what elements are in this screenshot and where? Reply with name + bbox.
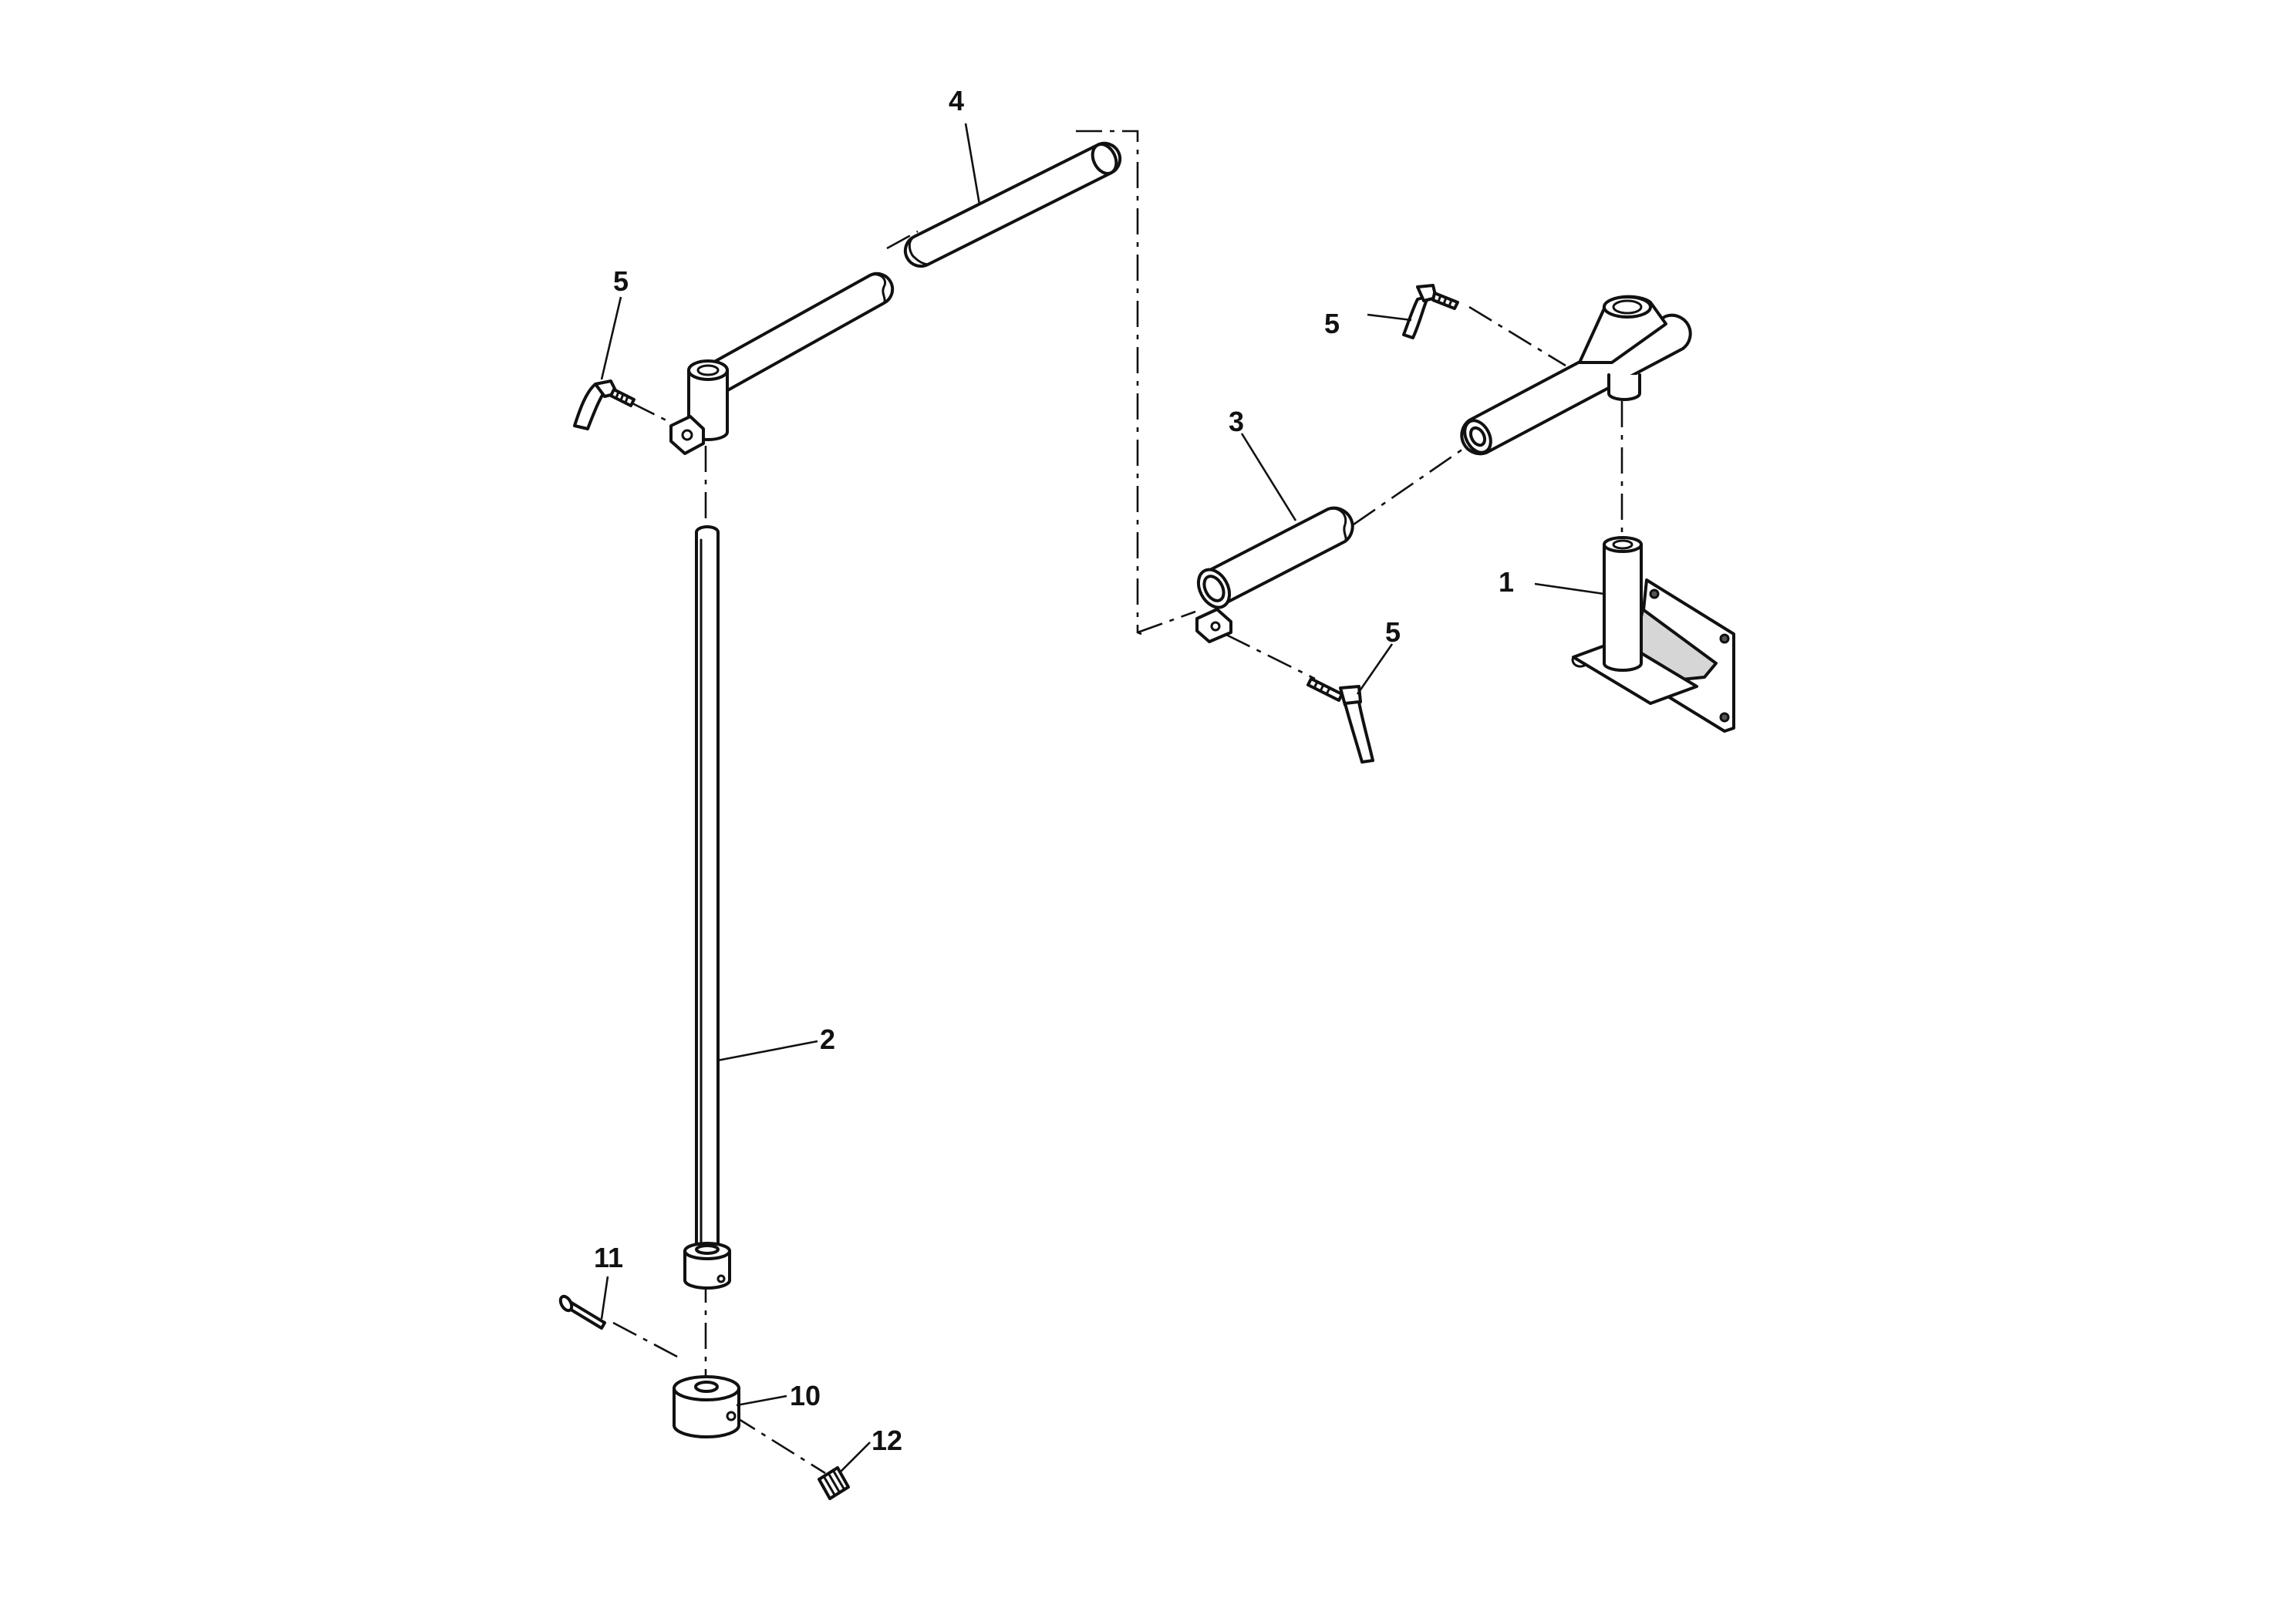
part-1-pivot-bracket <box>1578 295 1667 401</box>
callout-2: 2 <box>820 1023 835 1055</box>
callout-5-left: 5 <box>613 265 629 297</box>
part-10-collar <box>673 1375 740 1438</box>
callout-3: 3 <box>1229 406 1244 437</box>
part-4-arm <box>669 141 1122 455</box>
part-5-lever-left <box>573 379 636 430</box>
callout-11: 11 <box>594 1242 623 1273</box>
leader-lines <box>600 123 1605 1472</box>
part-11-pin <box>558 1294 606 1330</box>
callouts: 4 5 5 3 1 5 2 11 10 12 <box>594 85 1514 1456</box>
part-3-arm <box>1195 313 1692 643</box>
callout-5-lower-right: 5 <box>1385 616 1401 648</box>
part-5-lever-lower-right <box>1306 677 1374 764</box>
callout-10: 10 <box>790 1380 821 1411</box>
callout-1: 1 <box>1499 566 1514 598</box>
callout-12: 12 <box>872 1425 902 1456</box>
part-1-wall-mount <box>1571 536 1735 733</box>
part-5-lever-upper-right <box>1402 284 1459 339</box>
part-12-set-screw <box>818 1466 850 1500</box>
callout-5-upper-right: 5 <box>1324 308 1340 339</box>
callout-4: 4 <box>949 85 964 116</box>
assembly-centerlines <box>612 130 1623 1475</box>
part-2-rod <box>683 525 731 1290</box>
